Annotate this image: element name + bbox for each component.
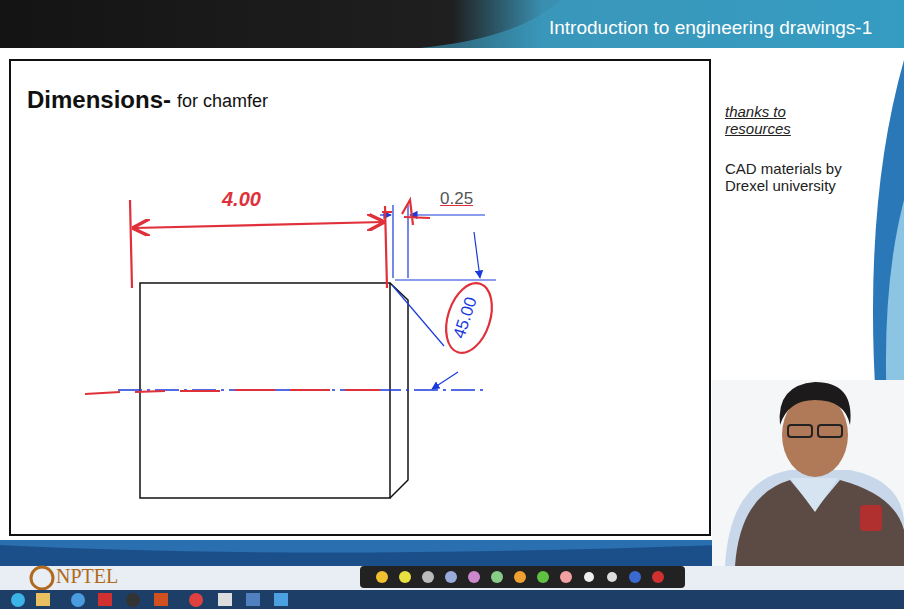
toolbar-icons bbox=[376, 571, 664, 583]
slide-title: Dimensions- bbox=[27, 86, 171, 114]
header-swoosh bbox=[420, 0, 904, 48]
slide-frame bbox=[10, 60, 710, 535]
taskbar-icons bbox=[11, 593, 288, 607]
credit-text: CAD materials by Drexel university bbox=[725, 160, 875, 195]
presenter bbox=[712, 380, 904, 566]
header-band bbox=[0, 0, 904, 48]
logo-text: NPTEL bbox=[56, 565, 118, 588]
footer-band bbox=[0, 545, 720, 566]
dimension-value: 0.25 bbox=[440, 189, 473, 209]
angle-value: 45.00 bbox=[449, 295, 481, 342]
nptel-logo bbox=[31, 567, 53, 589]
footer-ground bbox=[0, 566, 904, 590]
dimension-value: 4.00 bbox=[222, 188, 261, 211]
dimension-markup bbox=[130, 200, 500, 359]
credit-heading: thanks to resources bbox=[725, 103, 805, 138]
header-text: Introduction to engineering drawings-1 bbox=[549, 17, 872, 39]
taskbar bbox=[0, 590, 904, 609]
dimension-lines bbox=[380, 205, 496, 389]
pen-toolbar bbox=[360, 566, 685, 588]
title-subtext: for chamfer bbox=[177, 91, 268, 112]
center-line-markup bbox=[85, 390, 380, 394]
